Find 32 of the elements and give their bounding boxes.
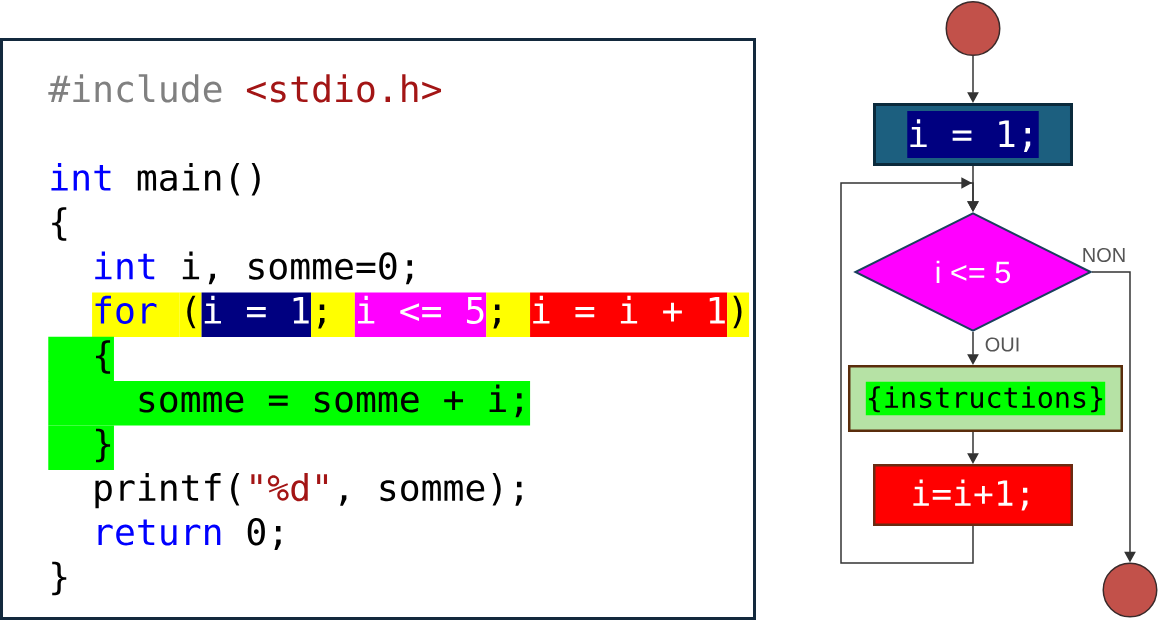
code-text: return — [98, 519, 221, 546]
highlighted-code: i = 1 — [201, 292, 312, 337]
code-text: { — [52, 207, 67, 241]
arrow — [967, 55, 979, 103]
process-box: i=i+1; — [873, 464, 1073, 526]
code-text: i, somme=0; — [182, 251, 413, 285]
highlighted-code: i <= 5 — [354, 292, 487, 337]
highlighted-code: i = i + 1 — [530, 292, 728, 337]
code-text: int — [95, 251, 155, 280]
arrow — [967, 431, 979, 464]
process-box: {instructions} — [848, 365, 1123, 432]
code-text: "%d" — [251, 473, 327, 502]
code-text: 0; — [247, 518, 281, 551]
code-text: main() — [137, 162, 260, 196]
highlighted-code: ; — [486, 292, 531, 337]
terminal-circle — [945, 1, 1001, 56]
highlighted-code: ) — [727, 292, 750, 337]
highlighted-code: } — [48, 425, 114, 470]
arrow — [967, 331, 979, 365]
highlighted-code: ; — [311, 292, 355, 337]
highlighted-code: ( — [179, 292, 202, 337]
arrow — [840, 177, 979, 564]
code-text: #include — [48, 74, 222, 103]
highlighted-code: { — [48, 336, 114, 382]
code-text: <stdio.h> — [246, 74, 441, 103]
code-text: , somme); — [340, 473, 522, 506]
code-text: } — [52, 561, 67, 596]
edge-label: OUI — [984, 336, 1021, 353]
code-text: printf( — [95, 473, 240, 509]
terminal-circle — [1102, 562, 1158, 618]
process-box: i = 1; — [873, 103, 1073, 166]
code-text: int — [51, 162, 111, 191]
